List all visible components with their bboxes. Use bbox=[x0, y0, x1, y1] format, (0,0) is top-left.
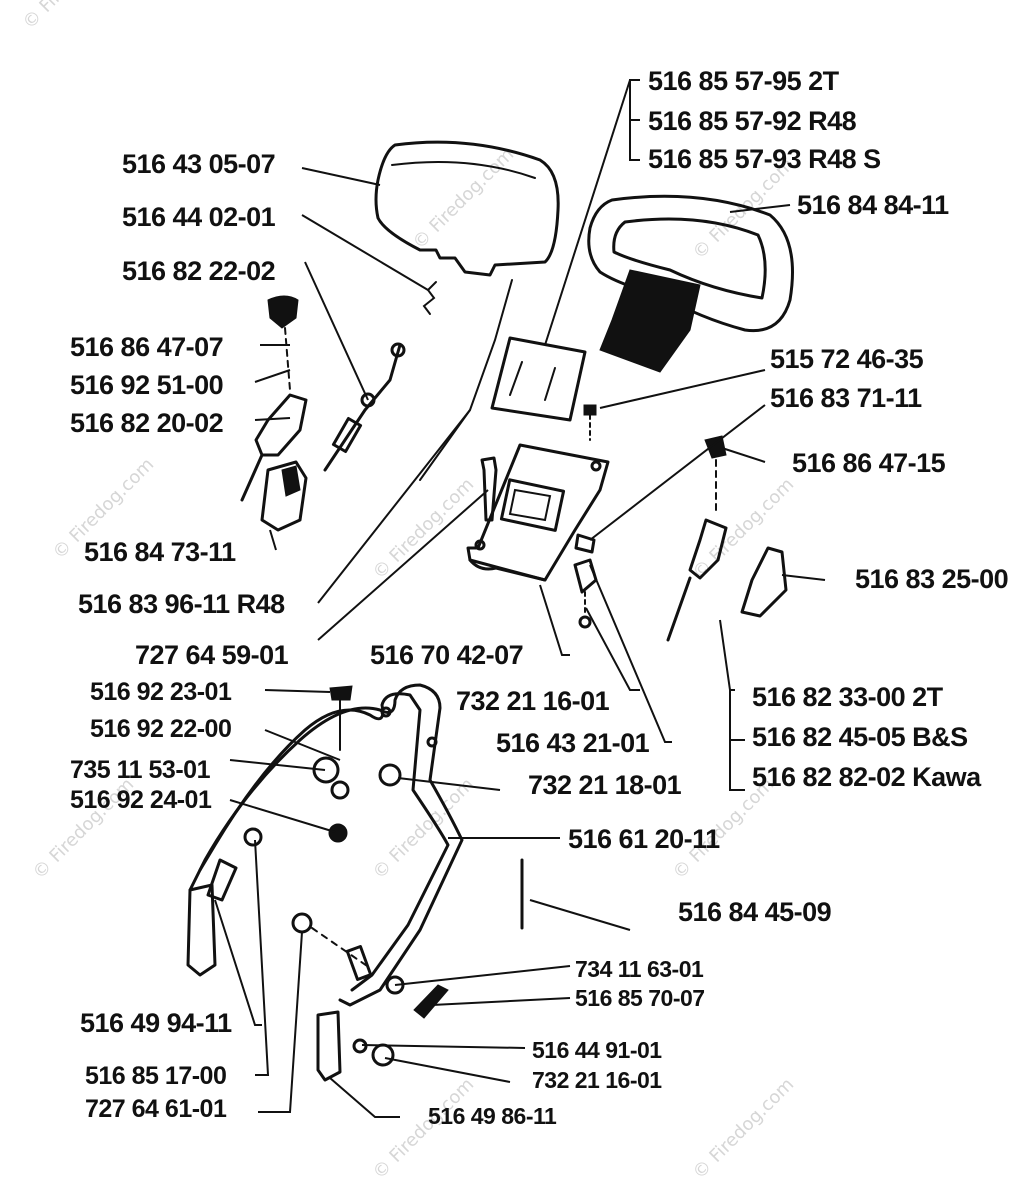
part-number-label: 727 64 61-01 bbox=[85, 1095, 227, 1123]
part-number-label: 732 21 18-01 bbox=[528, 770, 682, 800]
watermark: © Firedog.com bbox=[369, 474, 479, 584]
part-number-label: 727 64 59-01 bbox=[135, 640, 289, 670]
lower-fasteners bbox=[291, 912, 449, 1067]
clip bbox=[574, 533, 596, 554]
left-lower-bracket bbox=[206, 858, 238, 902]
part-number-label: 516 49 86-11 bbox=[428, 1103, 557, 1129]
part-number-label: 516 84 73-11 bbox=[84, 537, 236, 567]
part-number-label: 516 43 05-07 bbox=[122, 149, 275, 179]
part-number-label: 516 92 22-00 bbox=[90, 715, 231, 743]
part-number-label: 516 82 45-05 B&S bbox=[752, 722, 968, 752]
cable bbox=[419, 279, 513, 481]
part-number-label: 516 82 20-02 bbox=[70, 408, 223, 438]
part-number-label: 516 84 45-09 bbox=[678, 897, 832, 927]
part-number-label: 516 83 96-11 R48 bbox=[78, 589, 285, 619]
switch-box bbox=[466, 443, 610, 582]
control-cover-edge bbox=[391, 160, 536, 179]
part-number-label: 516 70 42-07 bbox=[370, 640, 523, 670]
part-number-label: 516 85 57-95 2T bbox=[648, 66, 840, 96]
part-number-label: 516 92 24-01 bbox=[70, 786, 212, 814]
watermark: © Firedog.com bbox=[689, 1074, 799, 1184]
upper-fasteners bbox=[243, 685, 402, 847]
part-number-label: 516 82 82-02 Kawa bbox=[752, 762, 982, 792]
part-number-label: 516 92 23-01 bbox=[90, 678, 232, 706]
part-labels: 516 85 57-95 2T 516 85 57-92 R48 516 85 … bbox=[70, 66, 1009, 1129]
part-number-label: 735 11 53-01 bbox=[70, 756, 211, 784]
part-number-label: 516 85 70-07 bbox=[575, 985, 705, 1011]
part-number-label: 515 72 46-35 bbox=[770, 344, 924, 374]
part-number-label: 516 84 84-11 bbox=[797, 190, 949, 220]
bracket-plate bbox=[490, 336, 587, 422]
part-number-label: 516 82 22-02 bbox=[122, 256, 275, 286]
part-number-label: 516 61 20-11 bbox=[568, 824, 720, 854]
part-number-label: 516 49 94-11 bbox=[80, 1008, 232, 1038]
bracket-slot bbox=[509, 361, 523, 396]
right-control-assembly bbox=[666, 435, 788, 642]
leader-lines bbox=[214, 79, 826, 1118]
part-number-label: 516 85 17-00 bbox=[85, 1062, 226, 1090]
part-number-label: 516 92 51-00 bbox=[70, 370, 223, 400]
left-lower-leg bbox=[186, 883, 217, 977]
part-drawings bbox=[186, 140, 794, 1082]
part-number-label: 516 85 57-93 R48 S bbox=[648, 144, 881, 174]
watermark: © Firedog.com bbox=[409, 144, 519, 254]
part-number-label: 516 85 57-92 R48 bbox=[648, 106, 857, 136]
handle-frame bbox=[188, 683, 464, 1007]
bracket-slot bbox=[544, 367, 556, 401]
small-screw bbox=[583, 404, 597, 441]
part-number-label: 516 83 25-00 bbox=[855, 564, 1008, 594]
part-number-label: 516 83 71-11 bbox=[770, 383, 922, 413]
right-lower-leg bbox=[316, 1010, 342, 1082]
part-number-label: 516 82 33-00 2T bbox=[752, 682, 944, 712]
part-number-label: 732 21 16-01 bbox=[456, 686, 610, 716]
watermark: © Firedog.com bbox=[369, 774, 479, 884]
part-number-label: 516 86 47-15 bbox=[792, 448, 946, 478]
watermark: © Firedog.com bbox=[689, 474, 799, 584]
part-number-label: 516 44 91-01 bbox=[532, 1037, 662, 1063]
spring bbox=[422, 281, 437, 315]
part-number-label: 732 21 16-01 bbox=[532, 1067, 662, 1093]
part-number-label: 516 86 47-07 bbox=[70, 332, 223, 362]
part-number-label: 516 44 02-01 bbox=[122, 202, 276, 232]
part-number-label: 734 11 63-01 bbox=[575, 956, 704, 982]
part-number-label: 516 43 21-01 bbox=[496, 728, 650, 758]
handle-grip bbox=[587, 194, 794, 373]
screw bbox=[480, 456, 498, 522]
left-control-assembly bbox=[240, 295, 308, 532]
watermark: © Firedog.com bbox=[19, 0, 129, 34]
control-lever bbox=[323, 342, 406, 472]
